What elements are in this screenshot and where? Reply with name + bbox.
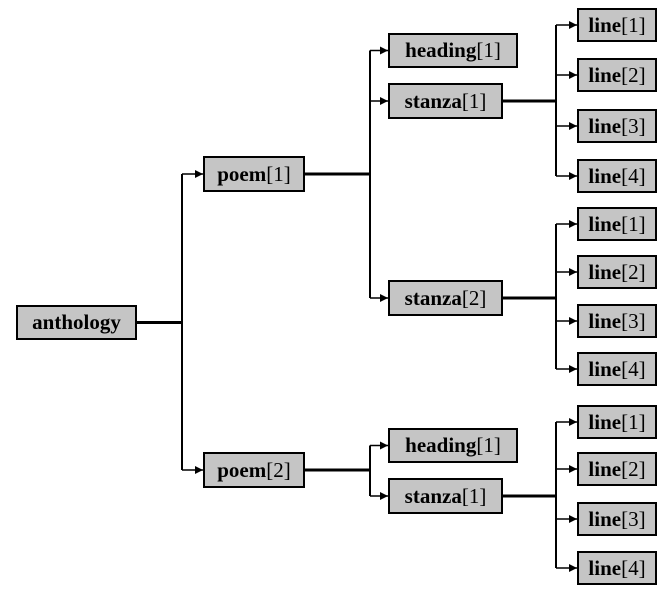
node-name-text: line	[588, 259, 622, 284]
node-name-text: line	[588, 555, 622, 580]
node-index-text: [1]	[621, 211, 646, 236]
node-poem1-stanza-2: stanza[2]	[388, 280, 503, 316]
node-poem1-stanza1-line-2: line[2]	[577, 58, 657, 92]
node-index-text: [2]	[621, 456, 646, 481]
node-name-text: heading	[405, 433, 477, 457]
node-index-text: [1]	[621, 409, 646, 434]
node-poem2-stanza1-line-3: line[3]	[577, 502, 657, 536]
node-index-text: [1]	[621, 12, 646, 37]
node-index-text: [4]	[621, 555, 646, 580]
node-anthology: anthology	[16, 305, 137, 340]
node-poem2-stanza1-line-4: line[4]	[577, 551, 657, 585]
node-index-text: [4]	[621, 356, 646, 381]
node-name-text: line	[588, 211, 622, 236]
node-index-text: [1]	[476, 38, 501, 62]
node-name-text: line	[588, 456, 622, 481]
node-index-text: [1]	[461, 88, 487, 113]
node-index-text: [1]	[476, 433, 501, 457]
node-poem1-stanza1-line-1: line[1]	[577, 8, 657, 42]
node-poem2-stanza1-line-1: line[1]	[577, 405, 657, 439]
node-index-text: [4]	[621, 163, 646, 188]
node-poem1-heading-1: heading[1]	[388, 33, 518, 68]
node-index-text: [2]	[461, 285, 487, 310]
node-poem-2: poem[2]	[203, 452, 305, 488]
node-index-text: [2]	[621, 62, 646, 87]
node-poem1-stanza-1: stanza[1]	[388, 83, 503, 119]
node-name-text: line	[588, 506, 622, 531]
node-poem2-stanza-1: stanza[1]	[388, 478, 503, 514]
node-poem-1: poem[1]	[203, 156, 305, 192]
node-poem1-stanza2-line-1: line[1]	[577, 207, 657, 241]
node-poem1-stanza2-line-3: line[3]	[577, 304, 657, 338]
node-index-text: [3]	[621, 113, 646, 138]
node-index-text: [2]	[266, 457, 291, 482]
node-index-text: [3]	[621, 506, 646, 531]
node-name-text: line	[588, 163, 622, 188]
node-index-text: [3]	[621, 308, 646, 333]
node-index-text: [1]	[266, 161, 291, 186]
node-name-text: line	[588, 409, 622, 434]
node-name-text: anthology	[32, 310, 121, 334]
node-poem2-stanza1-line-2: line[2]	[577, 452, 657, 486]
node-poem1-stanza1-line-4: line[4]	[577, 159, 657, 193]
node-name-text: poem	[217, 161, 267, 186]
node-name-text: line	[588, 308, 622, 333]
node-name-text: line	[588, 113, 622, 138]
node-name-text: line	[588, 62, 622, 87]
node-name-text: stanza	[404, 88, 462, 113]
node-name-text: line	[588, 12, 622, 37]
node-poem2-heading-1: heading[1]	[388, 428, 518, 463]
node-index-text: [2]	[621, 259, 646, 284]
node-index-text: [1]	[461, 483, 487, 508]
node-poem1-stanza2-line-4: line[4]	[577, 352, 657, 386]
node-name-text: poem	[217, 457, 267, 482]
node-poem1-stanza2-line-2: line[2]	[577, 255, 657, 289]
node-name-text: stanza	[404, 285, 462, 310]
node-name-text: heading	[405, 38, 477, 62]
node-name-text: line	[588, 356, 622, 381]
node-name-text: stanza	[404, 483, 462, 508]
node-poem1-stanza1-line-3: line[3]	[577, 109, 657, 143]
